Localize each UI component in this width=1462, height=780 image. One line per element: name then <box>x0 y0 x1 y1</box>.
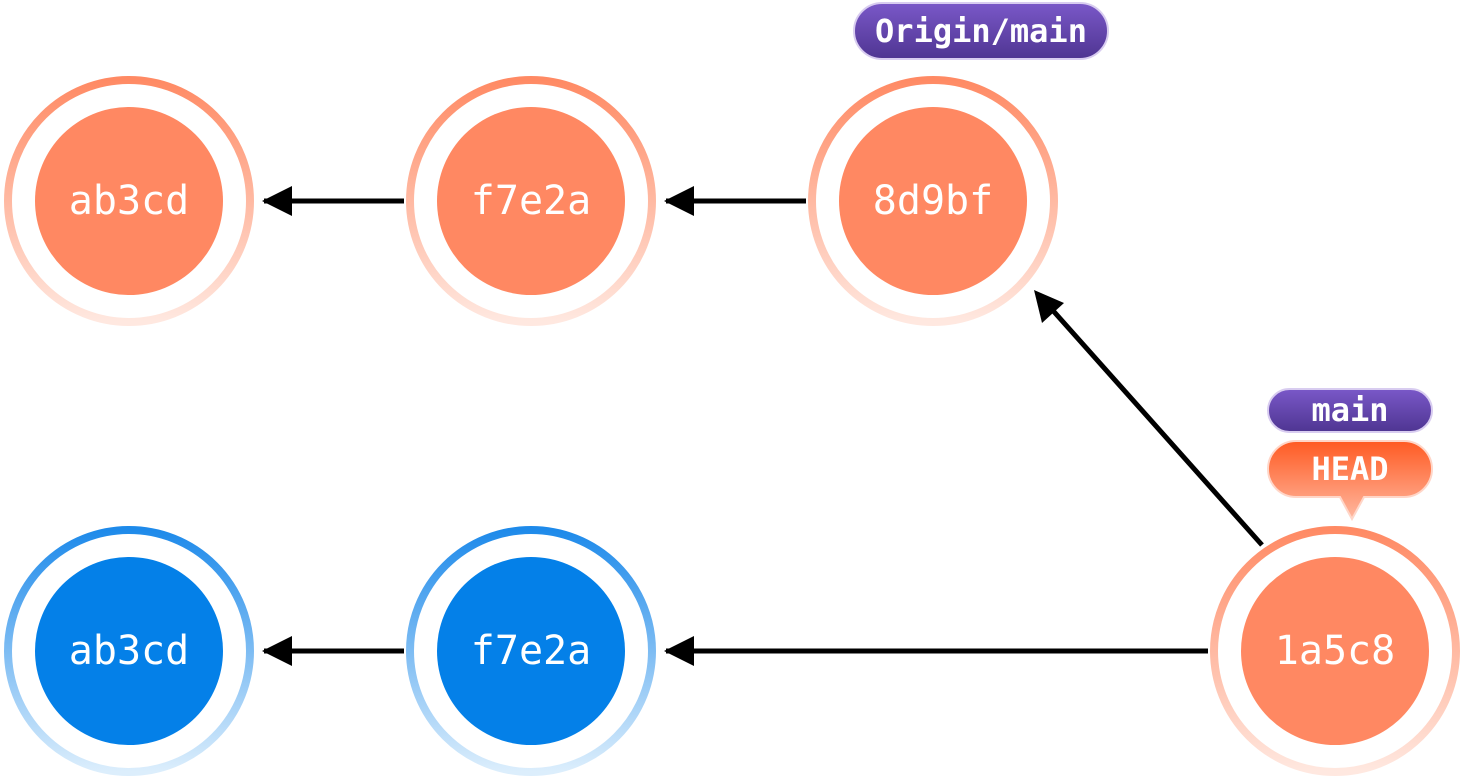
edges <box>262 186 1264 666</box>
commit-hash: f7e2a <box>471 178 591 224</box>
arrowhead-top-3 <box>1034 290 1064 323</box>
commit-hash: f7e2a <box>471 628 591 674</box>
commit-hash: ab3cd <box>69 628 189 674</box>
commit-node-bottom-2[interactable]: f7e2a <box>406 526 656 776</box>
tag-main-label: main <box>1311 391 1388 429</box>
commit-node-top-3[interactable]: 8d9bf <box>808 76 1058 326</box>
arrowhead-bottom-2 <box>664 636 694 666</box>
tag-head-label: HEAD <box>1311 450 1388 488</box>
tag-head: HEAD <box>1266 440 1434 522</box>
tag-main: main <box>1267 388 1433 433</box>
commit-node-bottom-3[interactable]: 1a5c8 <box>1210 526 1460 776</box>
commit-node-top-1[interactable]: ab3cd <box>4 76 254 326</box>
edge-bottom-3-to-top-3 <box>1046 303 1264 547</box>
arrowhead-top-2 <box>664 186 694 216</box>
tag-origin-main-label: Origin/main <box>875 12 1087 50</box>
commit-hash: 8d9bf <box>873 178 993 224</box>
commit-node-top-2[interactable]: f7e2a <box>406 76 656 326</box>
commit-node-bottom-1[interactable]: ab3cd <box>4 526 254 776</box>
tag-origin-main: Origin/main <box>853 2 1109 60</box>
arrowhead-bottom-1 <box>262 636 292 666</box>
arrowhead-top-1 <box>262 186 292 216</box>
commit-hash: ab3cd <box>69 178 189 224</box>
commit-hash: 1a5c8 <box>1275 628 1395 674</box>
